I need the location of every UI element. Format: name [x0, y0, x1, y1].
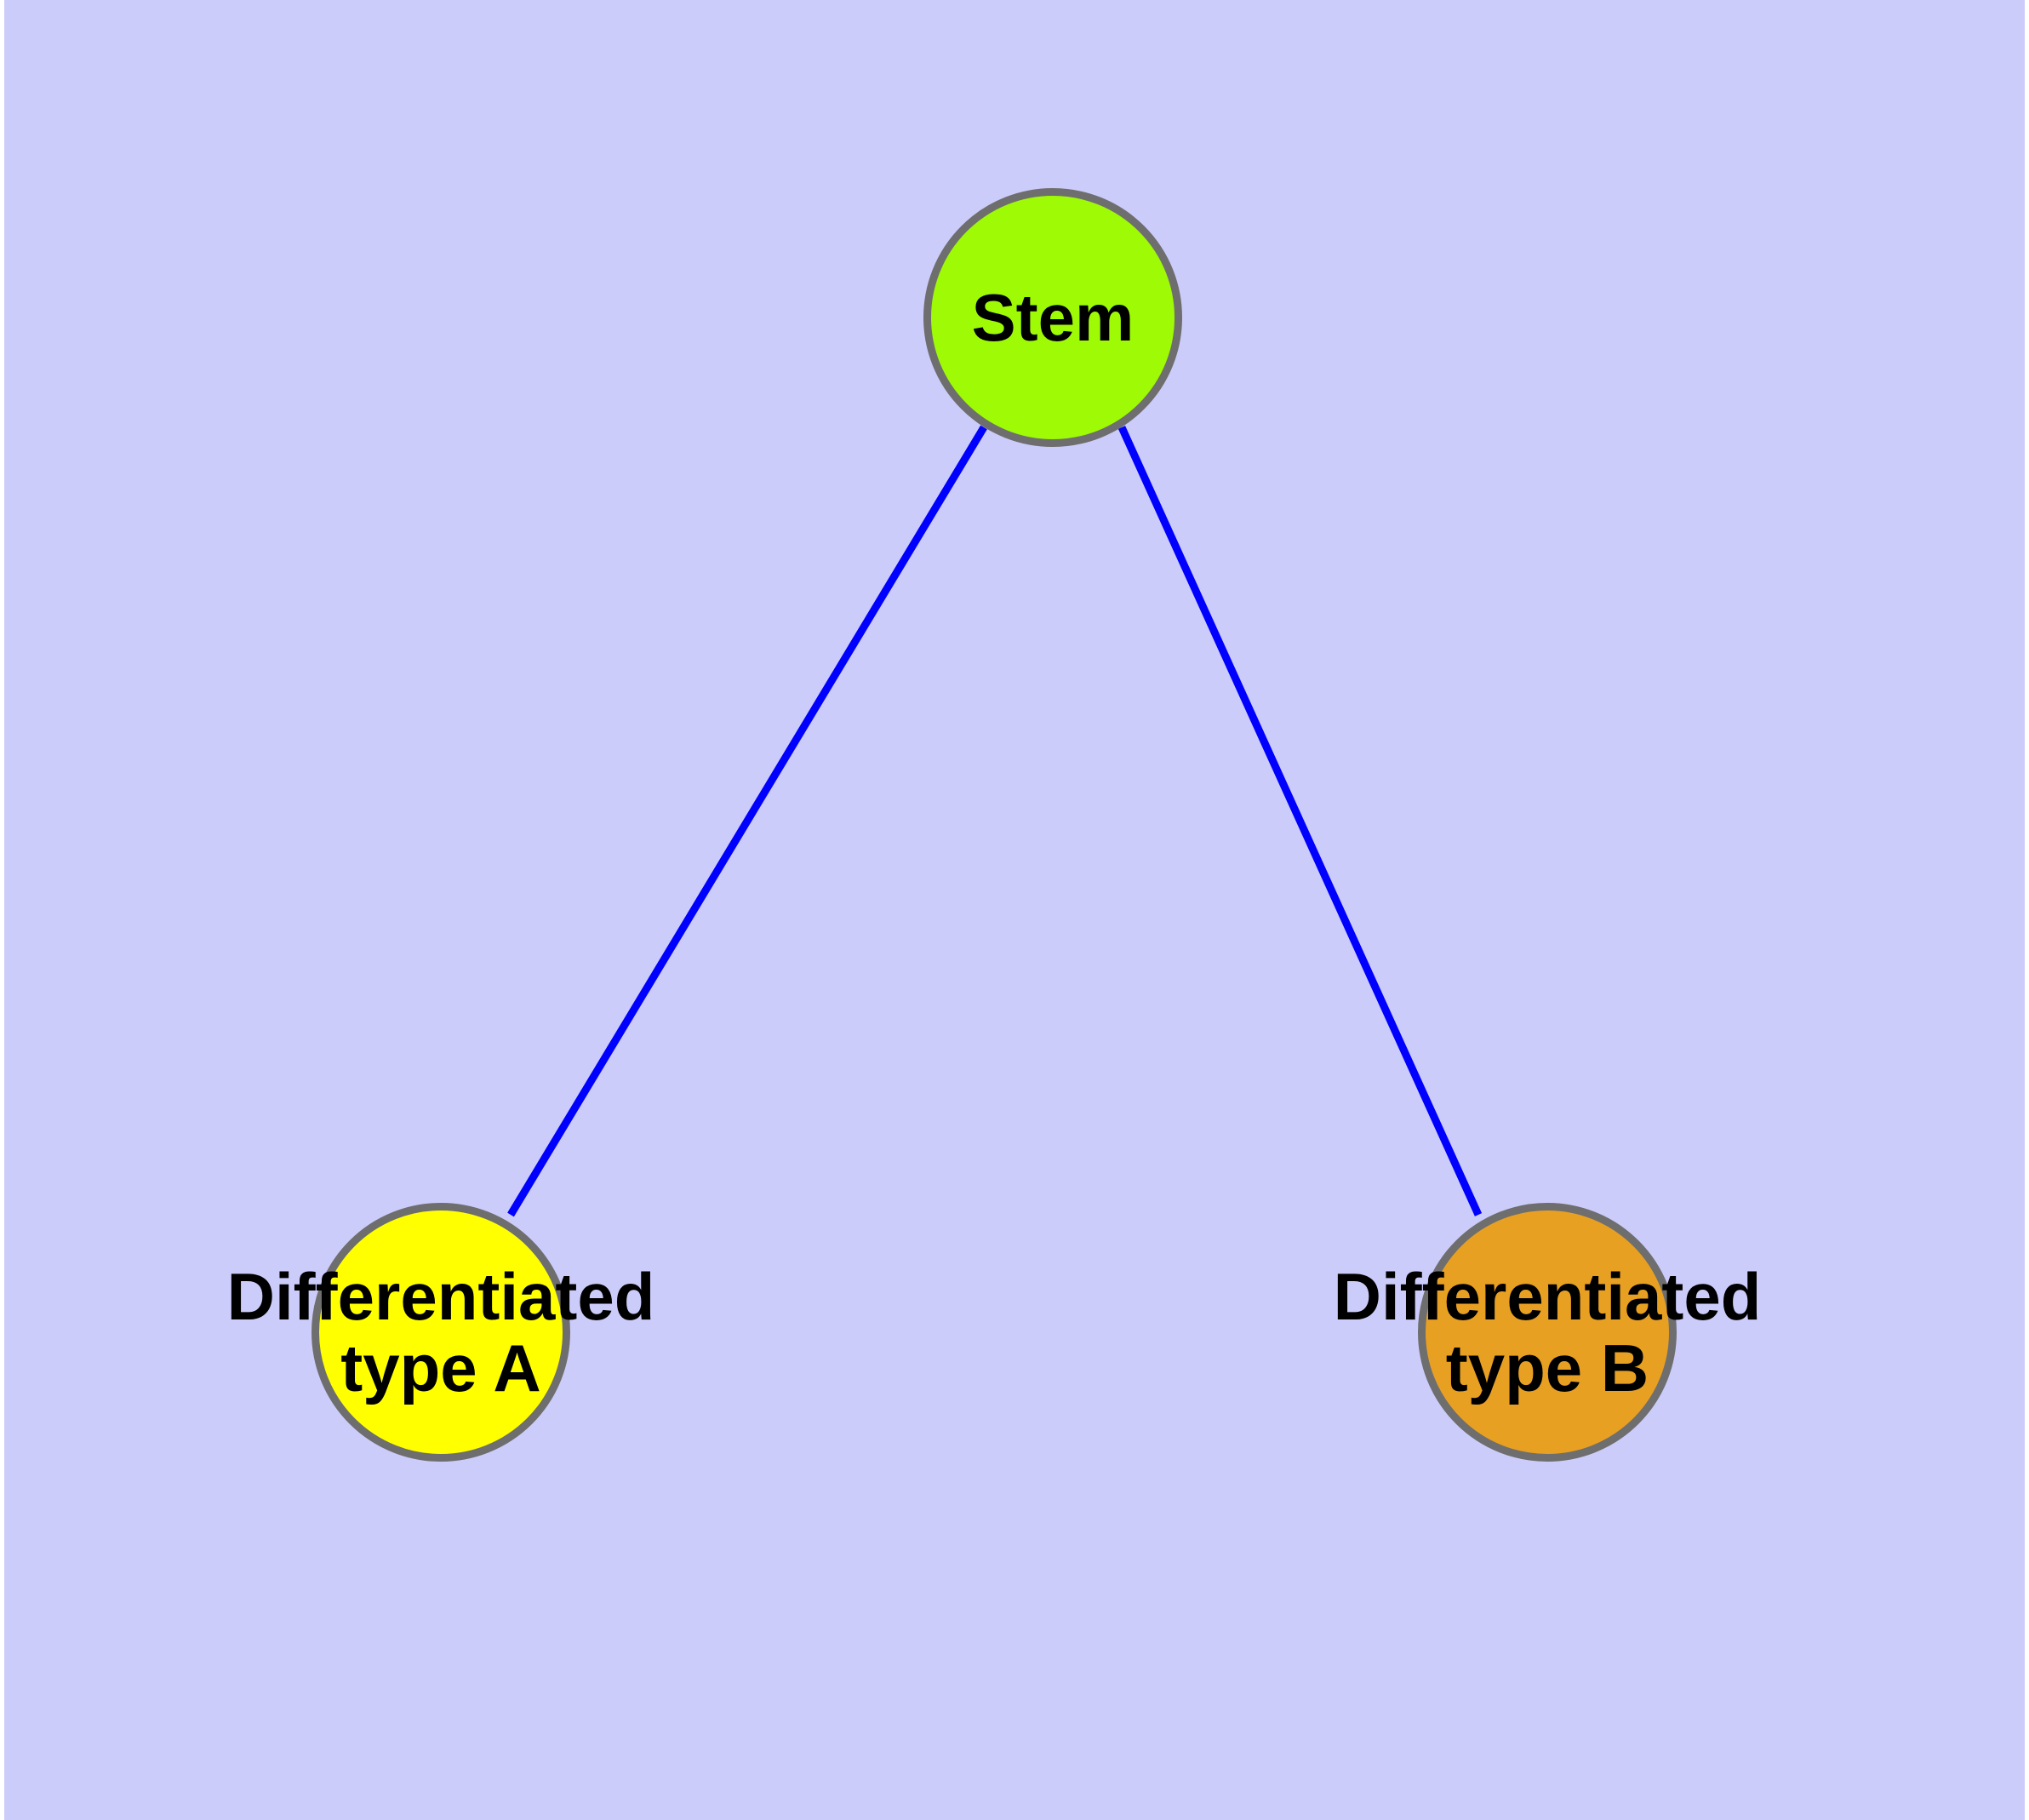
node-stem[interactable]: [923, 188, 1182, 447]
node-differentiated-type-b[interactable]: [1418, 1203, 1677, 1462]
edge-stem-to-differentiated-type-b[interactable]: [1117, 426, 1483, 1216]
edge-stem-to-differentiated-type-a[interactable]: [507, 425, 987, 1217]
edge-group: [507, 425, 1483, 1217]
node-differentiated-type-a[interactable]: [311, 1203, 570, 1462]
node-group: [311, 188, 1677, 1462]
